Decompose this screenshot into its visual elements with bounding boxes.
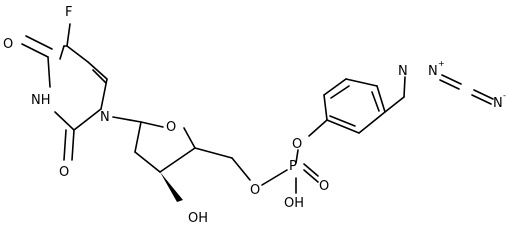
azide-minus-charge: - (503, 91, 506, 100)
fluorine-label: F (65, 5, 72, 20)
azide-n-beta-label: N (428, 64, 438, 79)
phosphate-bonds (261, 149, 319, 194)
phosphorus-label: P (289, 159, 297, 174)
nh-label: NH (31, 93, 51, 108)
phenyl-ring (308, 78, 405, 137)
azide-plus-charge: + (438, 59, 445, 68)
azide-bonds (403, 74, 494, 105)
pyrimidine-ring (47, 45, 108, 131)
n1-label: N (100, 110, 110, 125)
sugar-ring (112, 116, 251, 202)
aryl-oxygen-label: O (292, 137, 302, 152)
ring-oxygen-label: O (166, 120, 176, 135)
carbonyl-oxygen-top-label: O (3, 37, 13, 52)
o5-label: O (250, 183, 260, 198)
hydroxyl-label: OH (188, 211, 208, 226)
phosphoryl-oxygen-label: O (319, 179, 329, 194)
azide-n-alpha-label: N (398, 64, 408, 79)
ring-substituent-bonds (21, 23, 75, 161)
carbonyl-oxygen-bottom-label: O (59, 165, 69, 180)
azide-n-gamma-label: N (493, 96, 503, 111)
phosphate-hydroxyl-label: OH (284, 196, 304, 211)
